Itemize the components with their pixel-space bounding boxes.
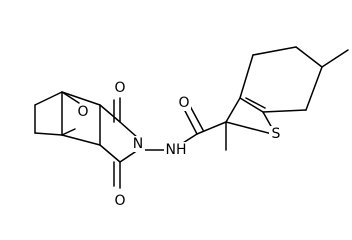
bond (119, 121, 139, 139)
bond (61, 91, 80, 104)
atom-s-ring: S (269, 126, 283, 142)
molecule-canvas: O O O N NH O S (34, 46, 349, 209)
atom-o-amide: O (177, 95, 191, 111)
svg-text:O: O (178, 95, 189, 111)
bond (34, 91, 63, 106)
atom-labels: O O O N NH O S (76, 80, 283, 209)
svg-text:S: S (272, 126, 281, 142)
bond (239, 97, 264, 113)
bond (183, 108, 198, 135)
bond (295, 46, 323, 68)
atom-o-bottom: O (113, 193, 127, 209)
bond (262, 109, 307, 113)
bond (34, 132, 63, 136)
svg-text:N: N (133, 136, 143, 152)
atom-o-top: O (113, 80, 127, 96)
bond (99, 144, 121, 163)
svg-text:O: O (114, 80, 125, 96)
bond (245, 97, 266, 109)
bond (321, 49, 349, 68)
bond (305, 66, 323, 111)
svg-text:NH: NH (166, 142, 187, 158)
svg-text:O: O (77, 104, 88, 120)
bond (225, 97, 241, 123)
atom-o-bridge: O (76, 104, 90, 120)
bond (99, 104, 121, 123)
bond (252, 46, 297, 56)
svg-text:O: O (114, 193, 125, 209)
structure-diagram: O O O N NH O S (34, 46, 349, 209)
bond-set (34, 46, 349, 189)
bond (189, 105, 204, 131)
atom-n-imide: N (131, 136, 145, 152)
bond (61, 91, 101, 106)
atom-nh-amide: NH (164, 142, 188, 158)
bond (61, 128, 76, 136)
bond (196, 121, 227, 135)
bond (225, 121, 277, 136)
bond (61, 134, 101, 146)
bond (239, 54, 254, 99)
